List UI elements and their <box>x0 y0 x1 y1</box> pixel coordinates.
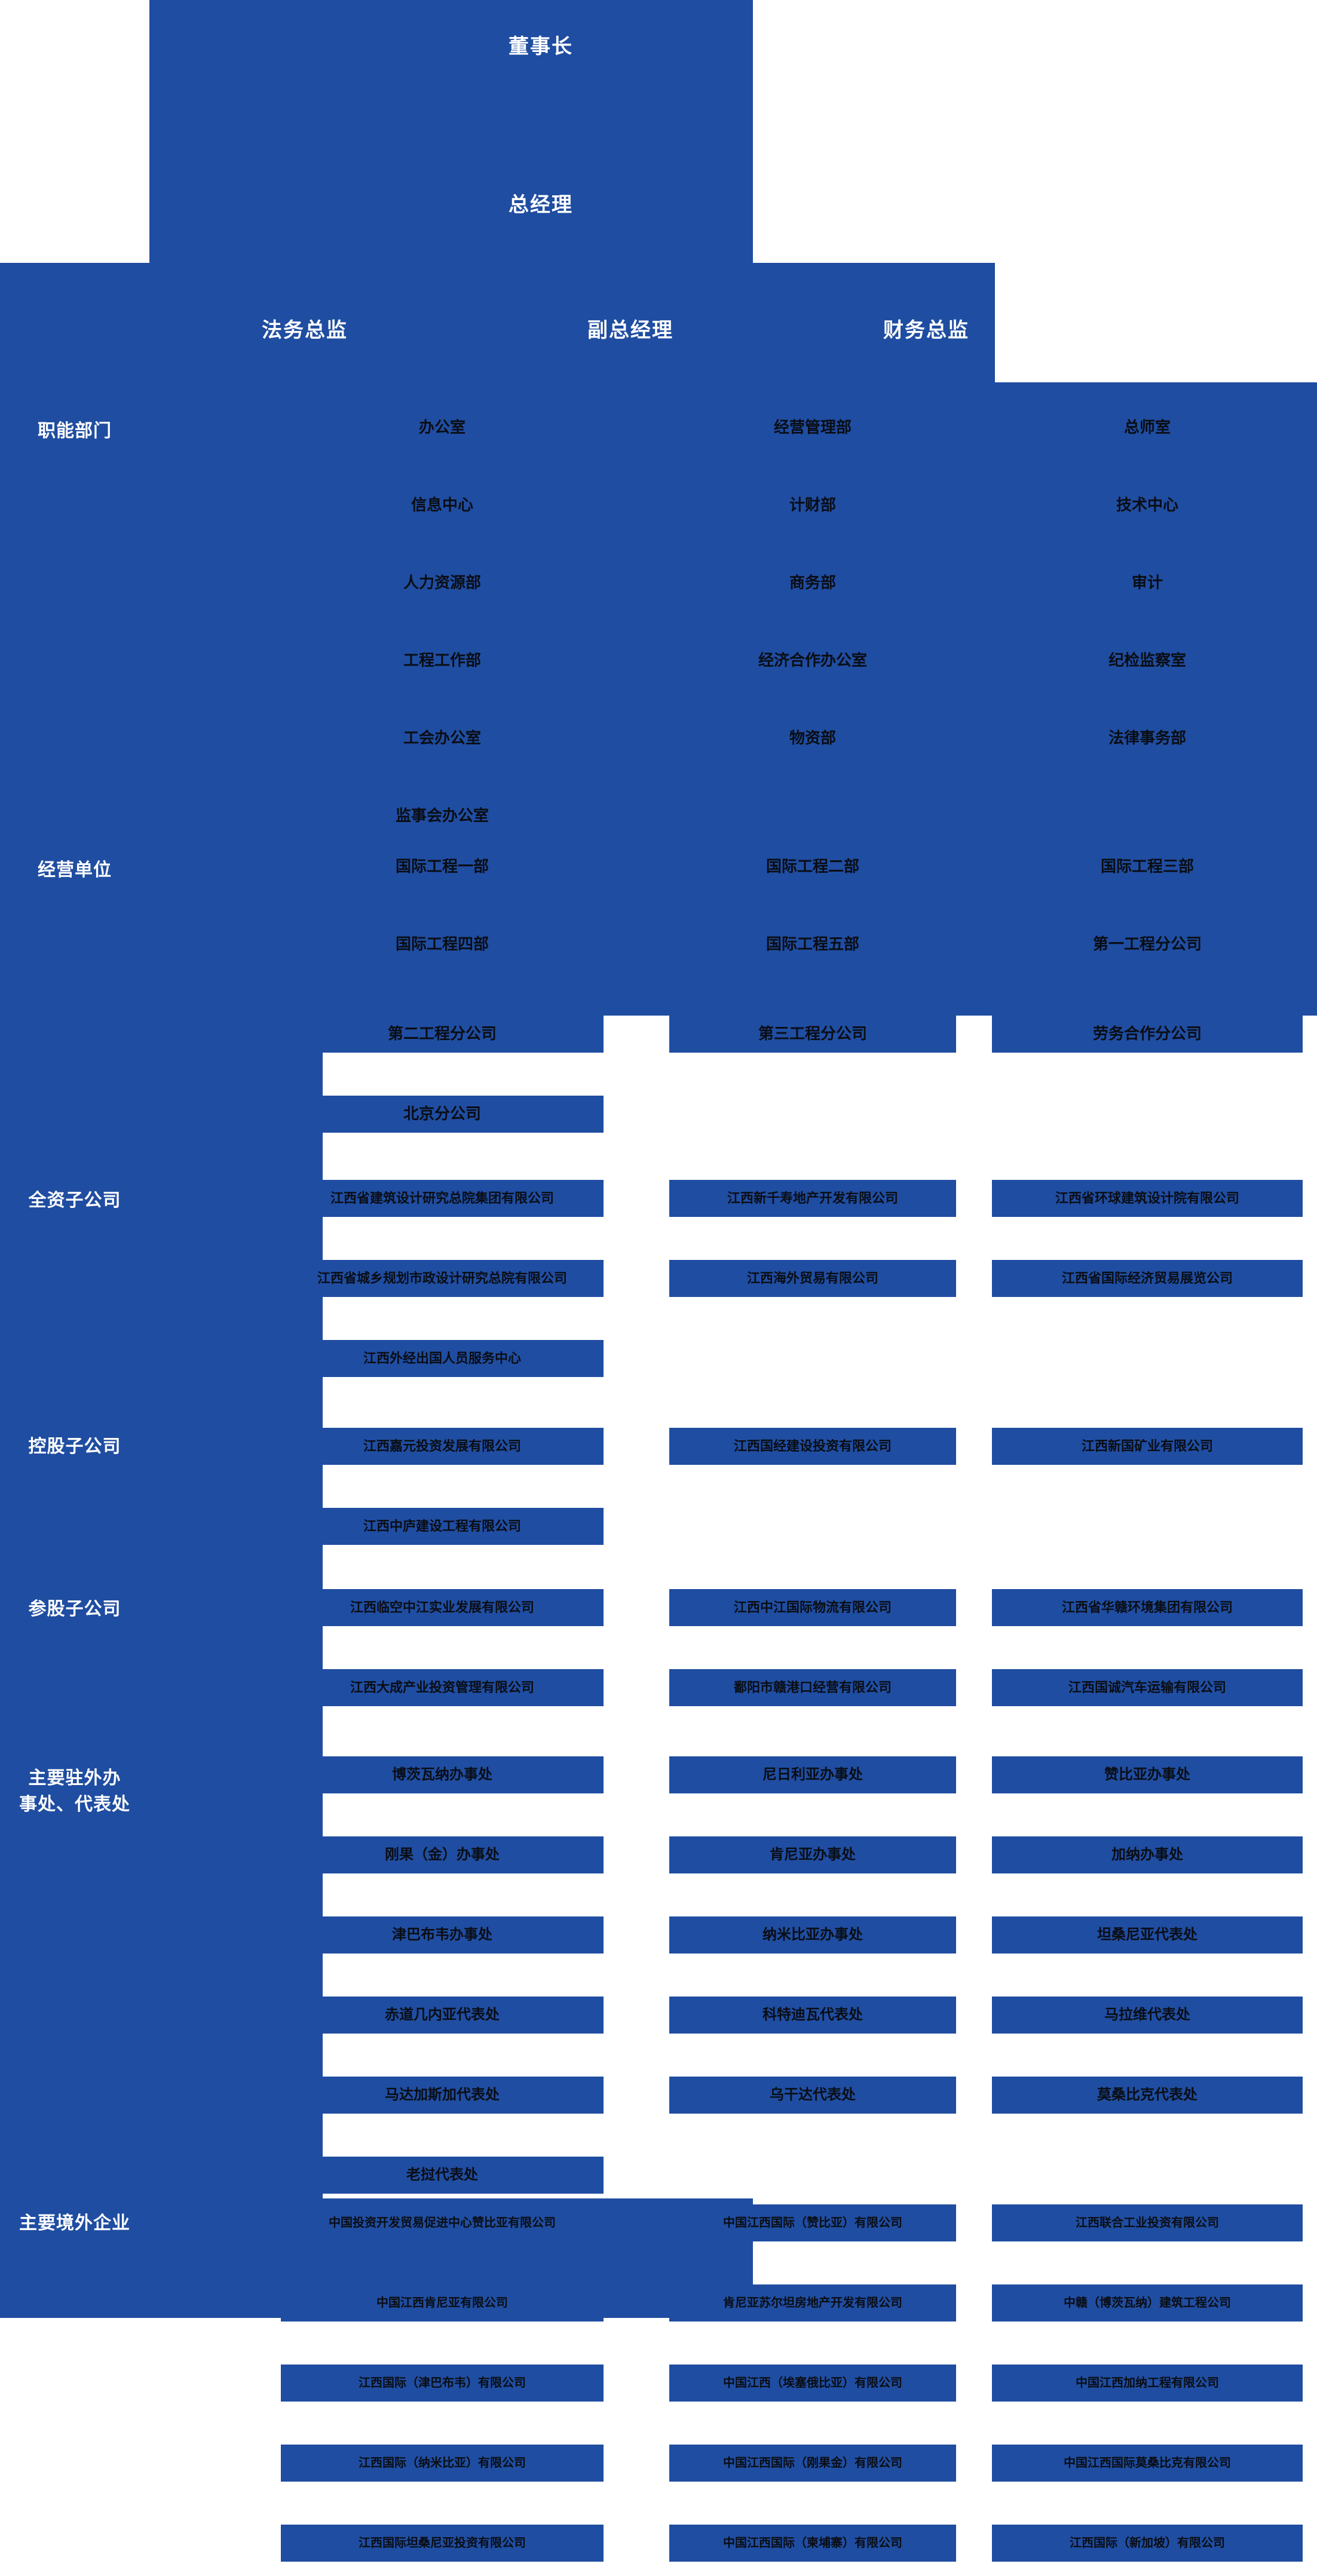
node-functional-departments-r4-c2[interactable]: 法律事务部 <box>1108 729 1186 747</box>
node-overseas-offices-r1-c1[interactable]: 肯尼亚办事处 <box>669 1836 956 1873</box>
node-overseas-offices-r5-c0[interactable]: 老挝代表处 <box>281 2157 604 2194</box>
node-business-units-r1-c2[interactable]: 第一工程分公司 <box>1092 935 1202 953</box>
node-overseas-offices-r2-c1[interactable]: 纳米比亚办事处 <box>669 1916 956 1954</box>
node-functional-departments-r3-c0[interactable]: 工程工作部 <box>403 651 481 670</box>
officers-band <box>0 263 995 382</box>
node-business-units-r0-c0[interactable]: 国际工程一部 <box>395 857 489 876</box>
main-body-band <box>0 382 1317 1016</box>
node-controlled-subsidiaries-r0-c1[interactable]: 江西国经建设投资有限公司 <box>669 1428 956 1465</box>
node-overseas-enterprises-r0-c1[interactable]: 中国江西国际（赞比亚）有限公司 <box>669 2204 956 2241</box>
node-business-units-r2-c2[interactable]: 劳务合作分公司 <box>992 1016 1303 1053</box>
node-overseas-offices-r3-c2[interactable]: 马拉维代表处 <box>992 1997 1303 2034</box>
node-overseas-enterprises-r3-c0[interactable]: 江西国际（纳米比亚）有限公司 <box>281 2445 604 2482</box>
node-overseas-enterprises-r2-c1[interactable]: 中国江西（埃塞俄比亚）有限公司 <box>669 2365 956 2402</box>
node-overseas-offices-r1-c0[interactable]: 刚果（金）办事处 <box>281 1836 604 1873</box>
node-overseas-offices-r2-c0[interactable]: 津巴布韦办事处 <box>281 1916 604 1954</box>
node-overseas-offices-r1-c2[interactable]: 加纳办事处 <box>992 1836 1303 1873</box>
node-overseas-enterprises-r0-c2[interactable]: 江西联合工业投资有限公司 <box>992 2204 1303 2241</box>
node-overseas-enterprises-r3-c1[interactable]: 中国江西国际（刚果金）有限公司 <box>669 2445 956 2482</box>
node-controlled-subsidiaries-r0-c2[interactable]: 江西新国矿业有限公司 <box>992 1428 1303 1465</box>
node-overseas-enterprises-r3-c2[interactable]: 中国江西国际莫桑比克有限公司 <box>992 2445 1303 2482</box>
node-overseas-offices-r3-c1[interactable]: 科特迪瓦代表处 <box>669 1997 956 2034</box>
node-business-units-r2-c0[interactable]: 第二工程分公司 <box>281 1016 604 1053</box>
node-functional-departments-r1-c2[interactable]: 技术中心 <box>1116 496 1178 514</box>
node-functional-departments-r3-c2[interactable]: 纪检监察室 <box>1108 651 1186 670</box>
chairman-band <box>149 0 753 263</box>
node-participating-subsidiaries-r0-c0[interactable]: 江西临空中江实业发展有限公司 <box>281 1589 604 1626</box>
node-overseas-enterprises-r4-c0[interactable]: 江西国际坦桑尼亚投资有限公司 <box>281 2525 604 2562</box>
node-functional-departments-r4-c1[interactable]: 物资部 <box>789 729 836 747</box>
node-overseas-offices-r2-c2[interactable]: 坦桑尼亚代表处 <box>992 1916 1303 1954</box>
role-deputy-general-manager: 副总经理 <box>587 319 673 342</box>
node-overseas-enterprises-r0-c0[interactable]: 中国投资开发贸易促进中心赞比亚有限公司 <box>281 2204 604 2241</box>
section-label-business-units: 经营单位 <box>38 860 112 880</box>
node-participating-subsidiaries-r0-c2[interactable]: 江西省华赣环境集团有限公司 <box>992 1589 1303 1626</box>
node-wholly-owned-subsidiaries-r0-c1[interactable]: 江西新千寿地产开发有限公司 <box>669 1180 956 1217</box>
role-finance-director: 财务总监 <box>883 319 969 342</box>
node-functional-departments-r0-c0[interactable]: 办公室 <box>418 418 465 437</box>
node-participating-subsidiaries-r1-c1[interactable]: 鄱阳市赣港口经营有限公司 <box>669 1669 956 1706</box>
node-functional-departments-r3-c1[interactable]: 经济合作办公室 <box>758 651 867 670</box>
node-business-units-r0-c2[interactable]: 国际工程三部 <box>1100 857 1194 876</box>
role-legal-director: 法务总监 <box>262 319 348 342</box>
section-label-functional-departments: 职能部门 <box>38 421 112 441</box>
node-business-units-r3-c0[interactable]: 北京分公司 <box>281 1096 604 1133</box>
node-controlled-subsidiaries-r1-c0[interactable]: 江西中庐建设工程有限公司 <box>281 1508 604 1545</box>
node-wholly-owned-subsidiaries-r1-c2[interactable]: 江西省国际经济贸易展览公司 <box>992 1260 1303 1297</box>
node-overseas-offices-r3-c0[interactable]: 赤道几内亚代表处 <box>281 1997 604 2034</box>
node-overseas-enterprises-r4-c2[interactable]: 江西国际（新加坡）有限公司 <box>992 2525 1303 2562</box>
node-functional-departments-r2-c0[interactable]: 人力资源部 <box>403 574 481 592</box>
node-functional-departments-r2-c2[interactable]: 审计 <box>1131 574 1163 592</box>
node-overseas-offices-r4-c2[interactable]: 莫桑比克代表处 <box>992 2077 1303 2114</box>
section-label-participating-subsidiaries: 参股子公司 <box>28 1599 121 1619</box>
node-functional-departments-r1-c1[interactable]: 计财部 <box>789 496 836 514</box>
node-overseas-offices-r0-c0[interactable]: 博茨瓦纳办事处 <box>281 1756 604 1793</box>
role-chairman: 董事长 <box>509 35 573 58</box>
node-wholly-owned-subsidiaries-r0-c0[interactable]: 江西省建筑设计研究总院集团有限公司 <box>281 1180 604 1217</box>
node-functional-departments-r5-c0[interactable]: 监事会办公室 <box>395 806 489 825</box>
node-wholly-owned-subsidiaries-r1-c1[interactable]: 江西海外贸易有限公司 <box>669 1260 956 1297</box>
left-spine <box>0 1016 149 2258</box>
node-business-units-r1-c1[interactable]: 国际工程五部 <box>765 935 859 953</box>
node-overseas-offices-r4-c0[interactable]: 马达加斯加代表处 <box>281 2077 604 2114</box>
node-participating-subsidiaries-r1-c2[interactable]: 江西国诚汽车运输有限公司 <box>992 1669 1303 1706</box>
node-overseas-enterprises-r1-c1[interactable]: 肯尼亚苏尔坦房地产开发有限公司 <box>669 2284 956 2322</box>
node-overseas-offices-r0-c2[interactable]: 赞比亚办事处 <box>992 1756 1303 1793</box>
section-label-wholly-owned-subsidiaries: 全资子公司 <box>28 1191 121 1210</box>
section-label-overseas-enterprises: 主要境外企业 <box>19 2213 130 2233</box>
section-label-overseas-offices: 主要驻外办 事处、代表处 <box>19 1768 130 1814</box>
node-business-units-r0-c1[interactable]: 国际工程二部 <box>765 857 859 876</box>
node-wholly-owned-subsidiaries-r2-c0[interactable]: 江西外经出国人员服务中心 <box>281 1340 604 1377</box>
node-participating-subsidiaries-r1-c0[interactable]: 江西大成产业投资管理有限公司 <box>281 1669 604 1706</box>
node-wholly-owned-subsidiaries-r1-c0[interactable]: 江西省城乡规划市政设计研究总院有限公司 <box>281 1260 604 1297</box>
node-overseas-offices-r0-c1[interactable]: 尼日利亚办事处 <box>669 1756 956 1793</box>
node-overseas-enterprises-r2-c0[interactable]: 江西国际（津巴布韦）有限公司 <box>281 2365 604 2402</box>
node-overseas-enterprises-r4-c1[interactable]: 中国江西国际（柬埔寨）有限公司 <box>669 2525 956 2562</box>
node-overseas-offices-r4-c1[interactable]: 乌干达代表处 <box>669 2077 956 2114</box>
node-business-units-r1-c0[interactable]: 国际工程四部 <box>395 935 489 953</box>
node-overseas-enterprises-r1-c0[interactable]: 中国江西肯尼亚有限公司 <box>281 2284 604 2322</box>
node-wholly-owned-subsidiaries-r0-c2[interactable]: 江西省环球建筑设计院有限公司 <box>992 1180 1303 1217</box>
node-functional-departments-r0-c2[interactable]: 总师室 <box>1123 418 1171 437</box>
node-functional-departments-r2-c1[interactable]: 商务部 <box>789 574 836 592</box>
node-overseas-enterprises-r1-c2[interactable]: 中赣（博茨瓦纳）建筑工程公司 <box>992 2284 1303 2322</box>
role-general-manager: 总经理 <box>509 194 573 216</box>
node-business-units-r2-c1[interactable]: 第三工程分公司 <box>669 1016 956 1053</box>
node-functional-departments-r0-c1[interactable]: 经营管理部 <box>773 418 852 437</box>
node-controlled-subsidiaries-r0-c0[interactable]: 江西嘉元投资发展有限公司 <box>281 1428 604 1465</box>
section-label-controlled-subsidiaries: 控股子公司 <box>28 1437 121 1456</box>
node-overseas-enterprises-r2-c2[interactable]: 中国江西加纳工程有限公司 <box>992 2365 1303 2402</box>
node-participating-subsidiaries-r0-c1[interactable]: 江西中江国际物流有限公司 <box>669 1589 956 1626</box>
node-functional-departments-r1-c0[interactable]: 信息中心 <box>411 496 473 514</box>
node-functional-departments-r4-c0[interactable]: 工会办公室 <box>403 729 481 747</box>
branch-spine <box>149 1016 323 2258</box>
